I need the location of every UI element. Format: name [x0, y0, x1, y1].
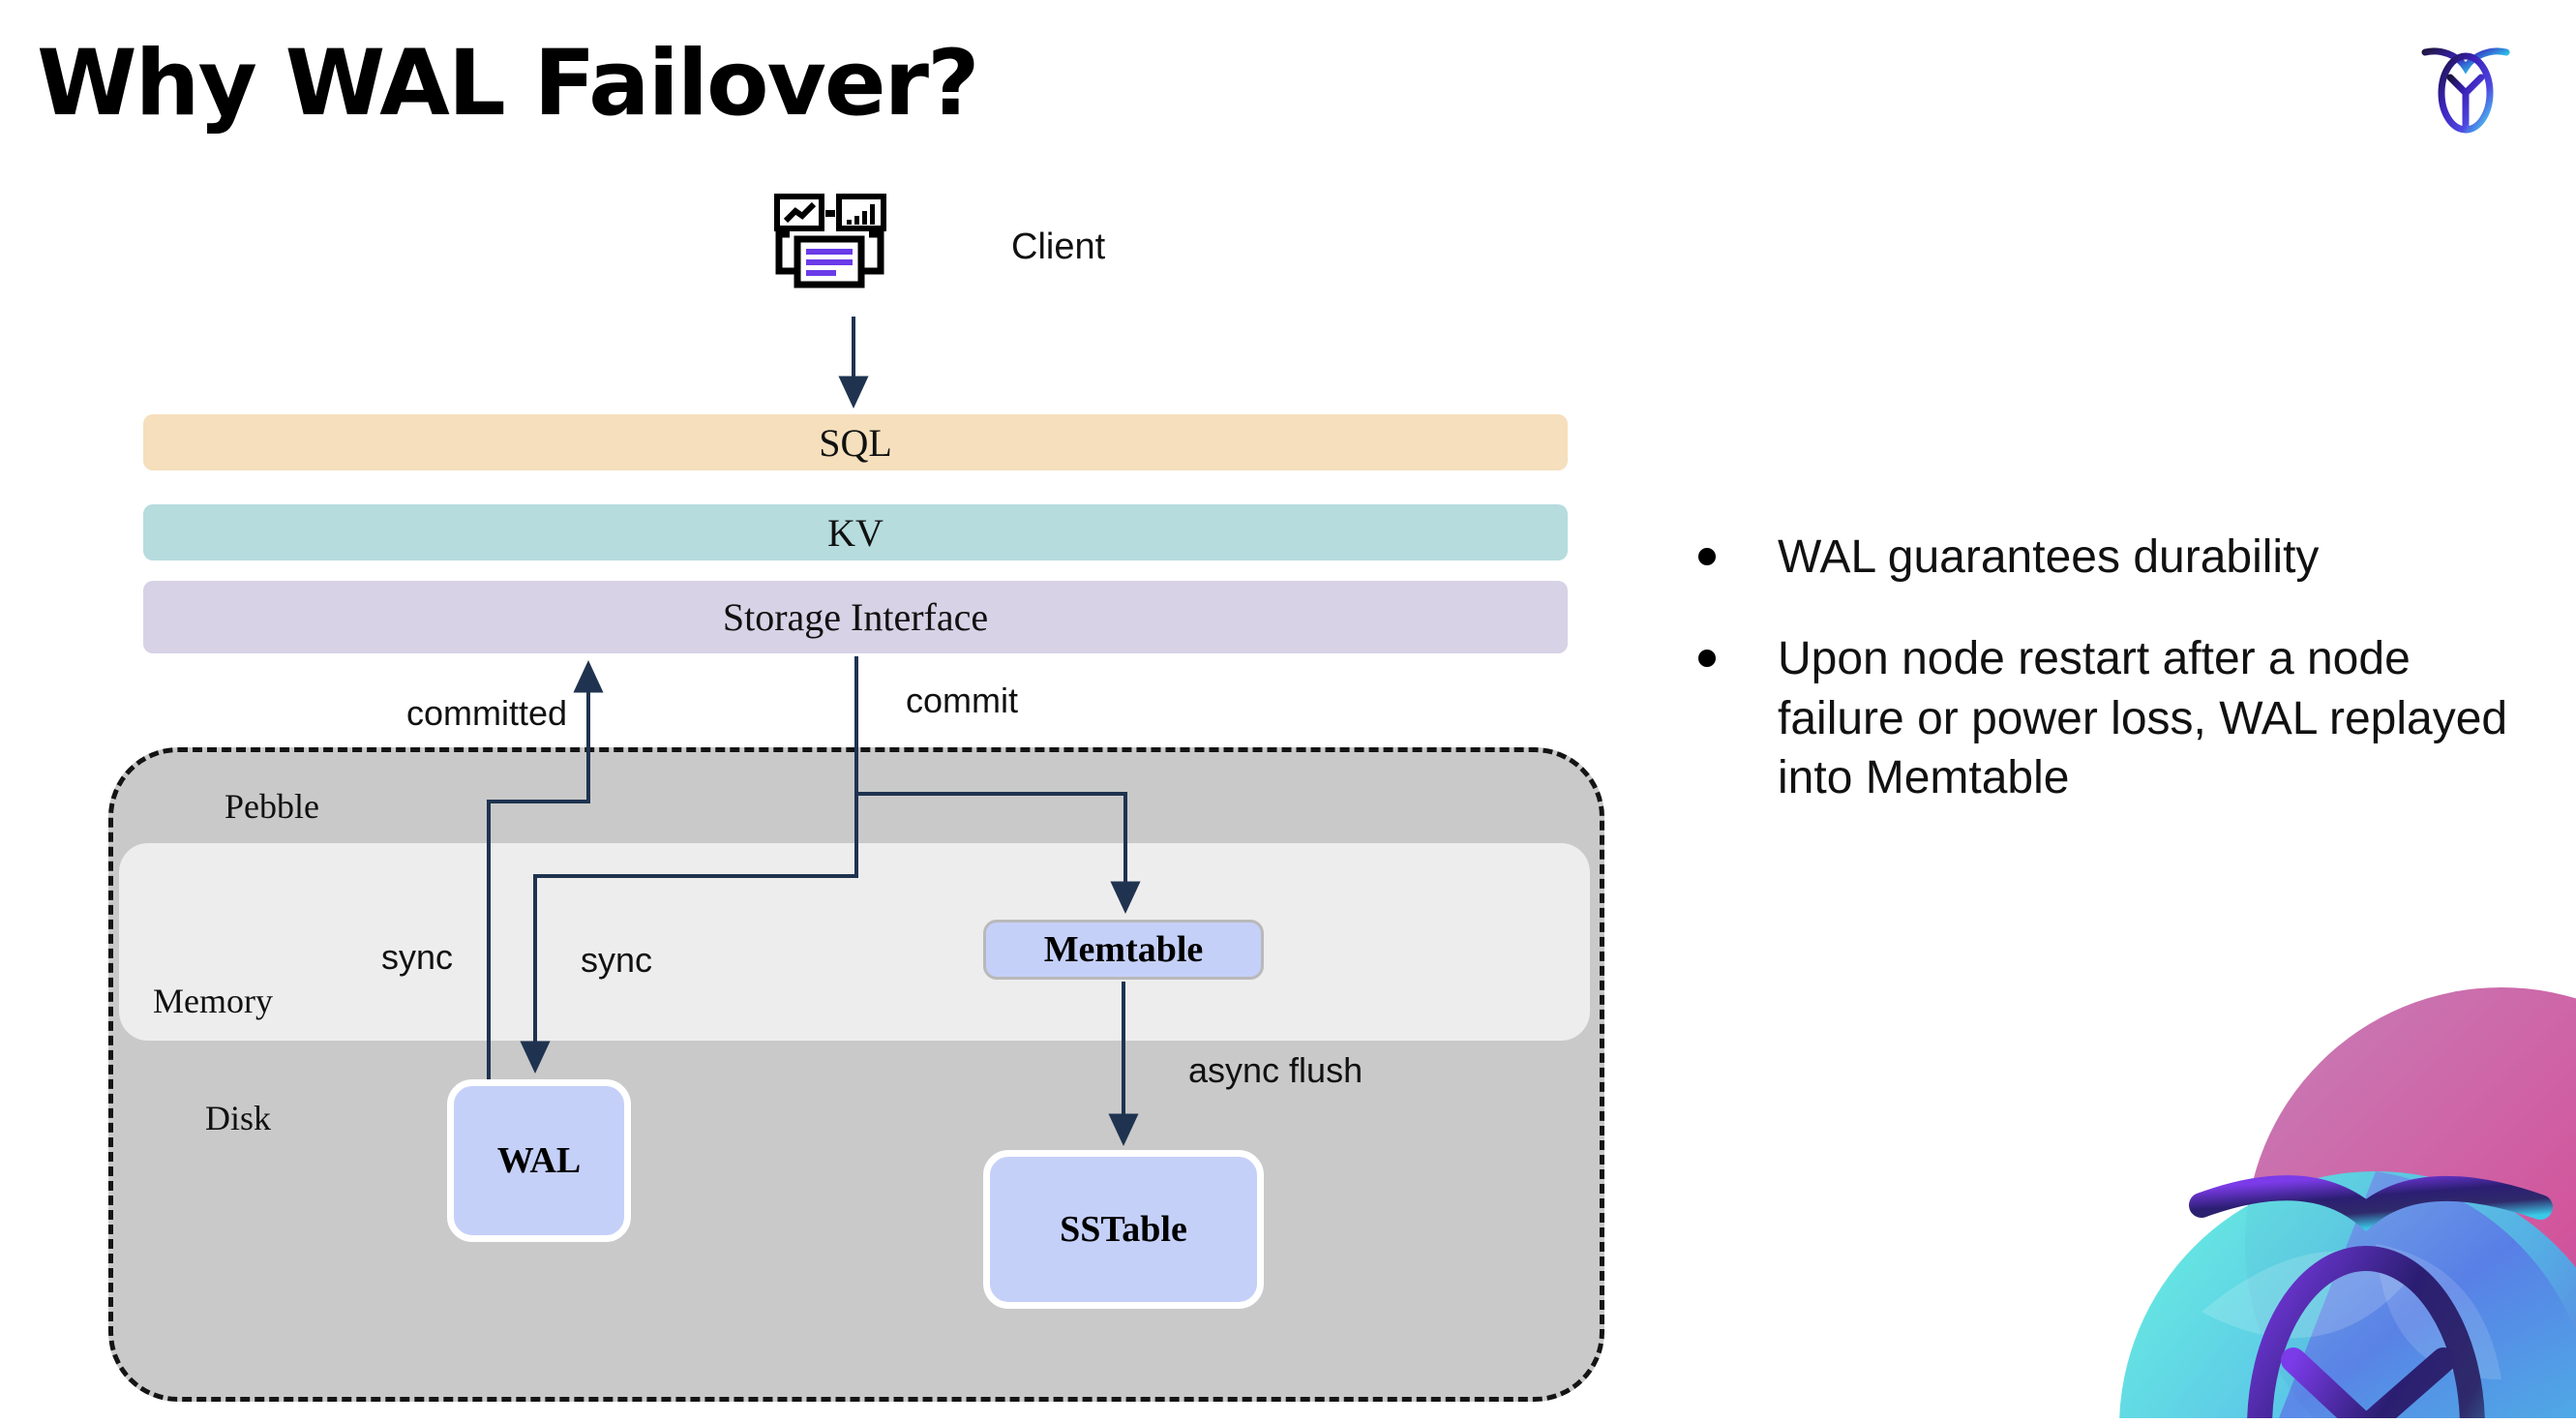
- decorative-corner-graphic: [1960, 924, 2576, 1418]
- memory-zone-label: Memory: [153, 982, 273, 1020]
- edge-label-sync-left: sync: [381, 937, 454, 977]
- page-title: Why WAL Failover?: [37, 31, 980, 136]
- bullet-text: Upon node restart after a node failure o…: [1778, 633, 2508, 804]
- node-memtable: Memtable: [983, 920, 1264, 980]
- edge-label-sync-right: sync: [581, 940, 653, 980]
- bullet-text: WAL guarantees durability: [1778, 531, 2320, 583]
- bullet-dot-icon: [1698, 650, 1716, 668]
- client-label: Client: [1011, 227, 1106, 267]
- layer-bar-kv: KV: [143, 504, 1568, 560]
- bullet-dot-icon: [1698, 548, 1716, 565]
- layer-bar-storage-interface: Storage Interface: [143, 581, 1568, 653]
- cockroachdb-logo-icon: [2411, 29, 2520, 137]
- edge-label-async-flush: async flush: [1188, 1050, 1363, 1090]
- list-item: Upon node restart after a node failure o…: [1698, 629, 2531, 807]
- bullet-list: WAL guarantees durability Upon node rest…: [1698, 528, 2531, 851]
- edge-label-commit: commit: [906, 681, 1018, 720]
- disk-zone-label: Disk: [205, 1099, 272, 1137]
- architecture-diagram: Client SQL KV Storage Interface Pebble M…: [108, 194, 1604, 1402]
- node-sstable: SSTable: [983, 1150, 1264, 1309]
- client-dashboard-icon: [774, 194, 929, 315]
- list-item: WAL guarantees durability: [1698, 528, 2531, 587]
- node-wal: WAL: [447, 1079, 631, 1242]
- pebble-label: Pebble: [225, 787, 319, 826]
- layer-bar-sql: SQL: [143, 414, 1568, 470]
- diagram-connectors: [487, 317, 1141, 1146]
- edge-label-committed: committed: [406, 693, 568, 733]
